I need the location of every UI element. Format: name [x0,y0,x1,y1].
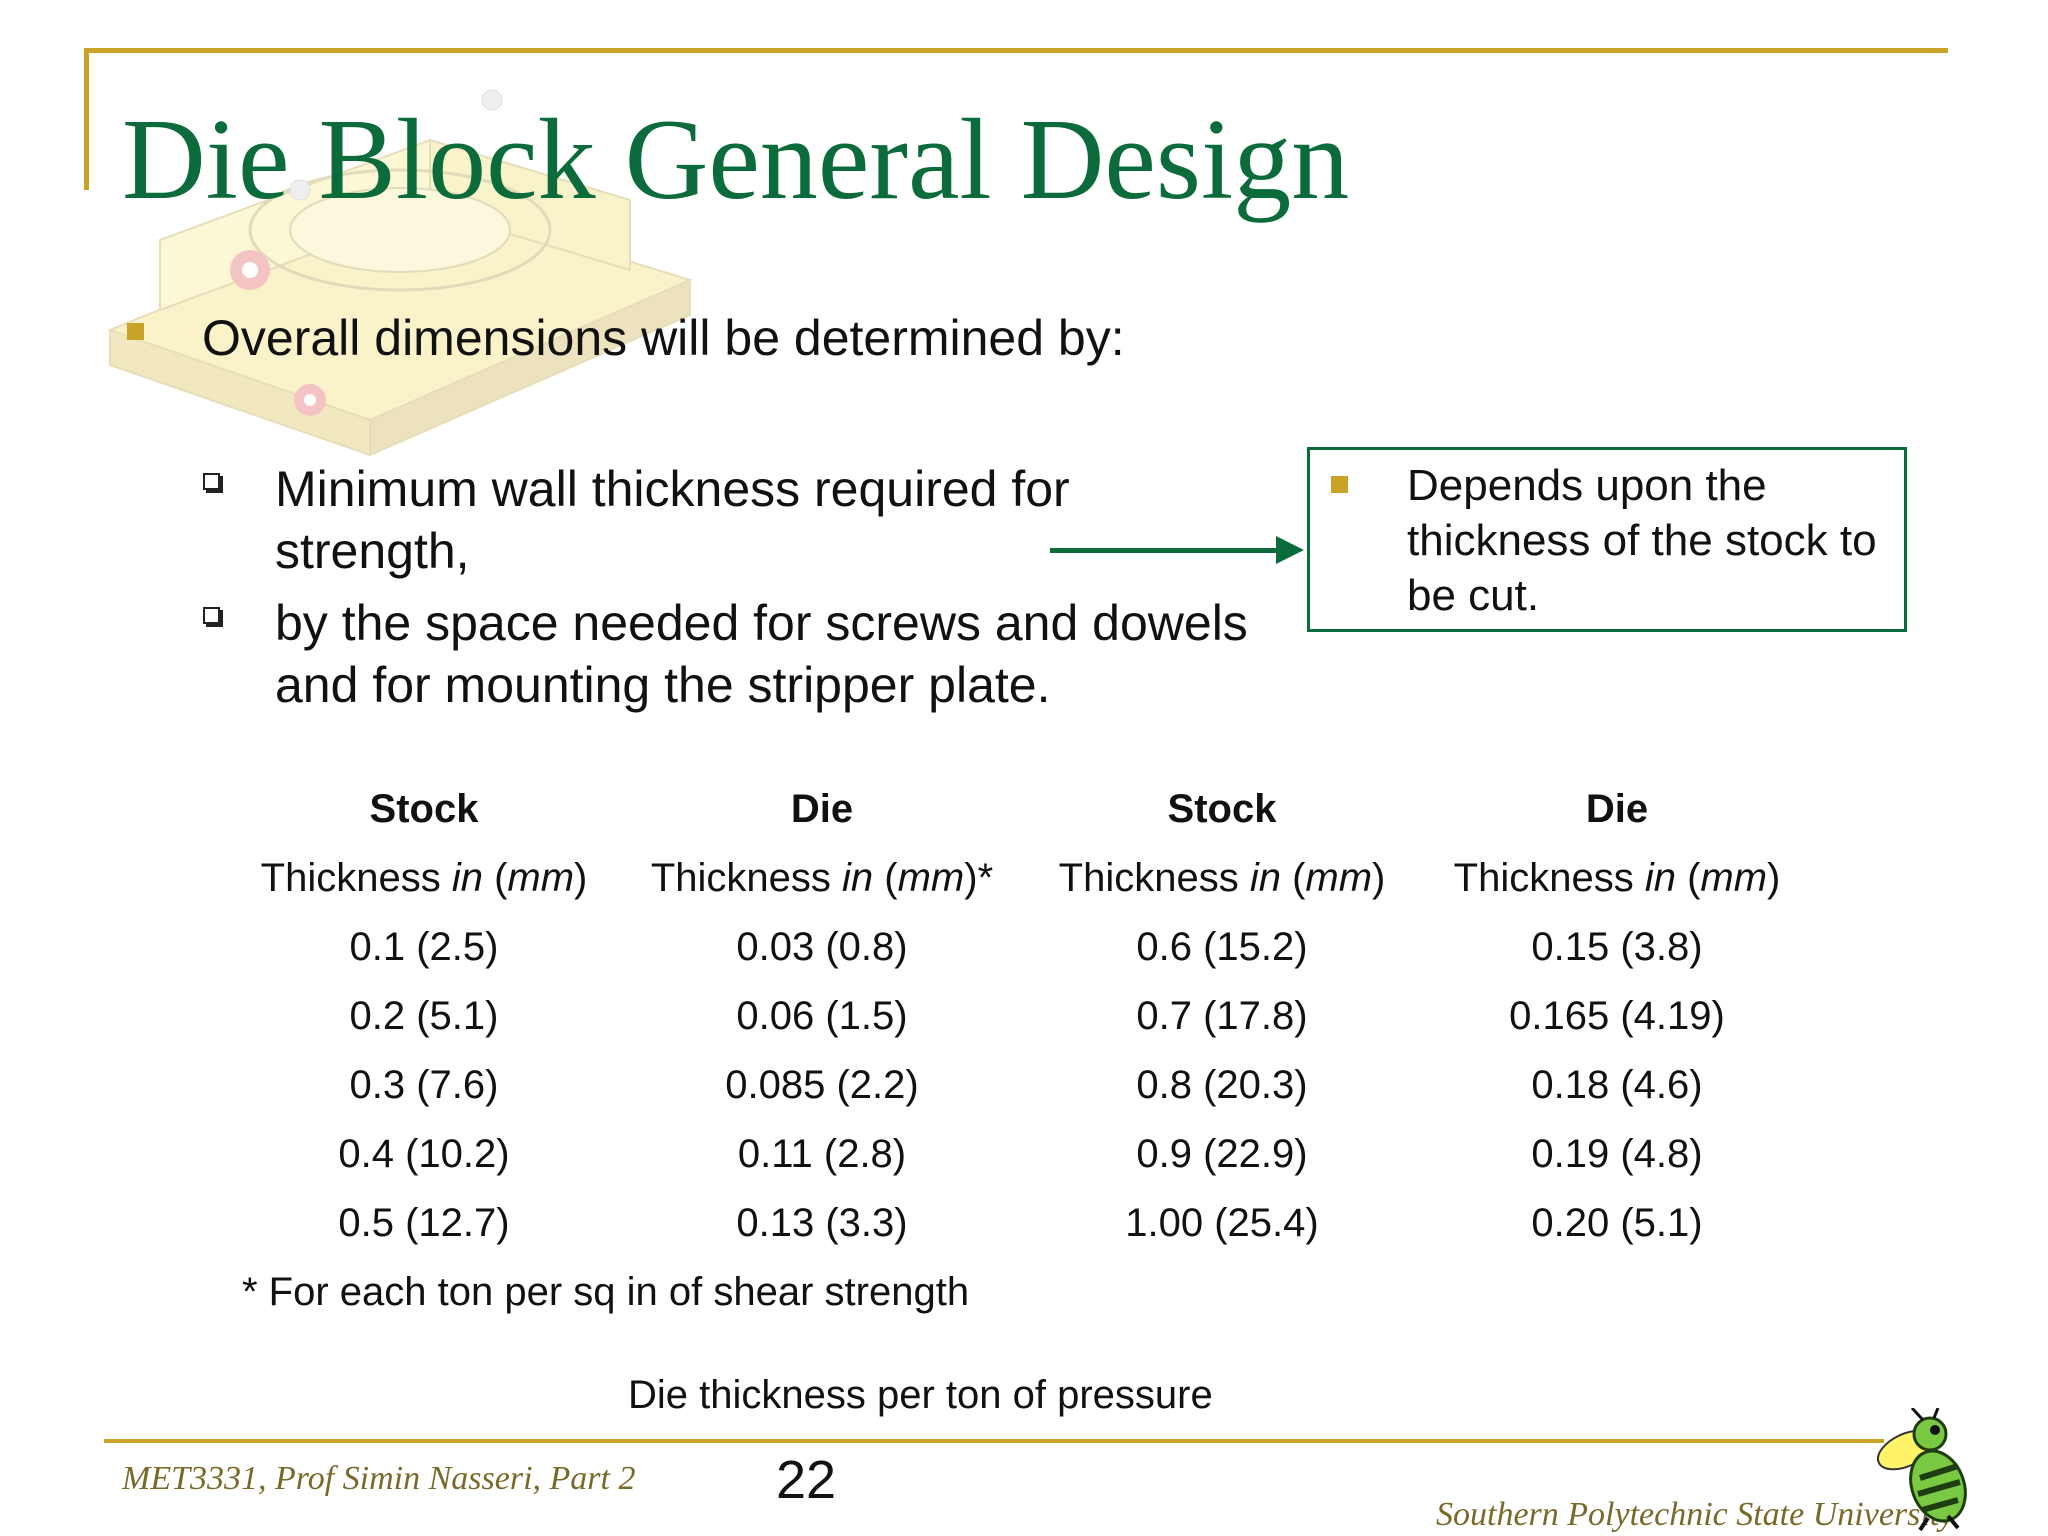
table-subheader-row: Thickness in (mm) Thickness in (mm)* Thi… [226,844,1812,913]
table-row: 0.1 (2.5) 0.03 (0.8) 0.6 (15.2) 0.15 (3.… [226,913,1812,982]
table-cell: 0.18 (4.6) [1531,1063,1703,1107]
table-cell: 0.085 (2.2) [725,1063,919,1107]
page-number: 22 [776,1450,837,1510]
table-cell: 0.165 (4.19) [1509,994,1725,1038]
table-header-row: Stock Die Stock Die [226,775,1812,844]
sub-bullet-text: by the space needed for screws and dowel… [275,595,1248,713]
table-row: 0.3 (7.6) 0.085 (2.2) 0.8 (20.3) 0.18 (4… [226,1051,1812,1120]
top-rule [84,48,1948,53]
table-cell: 0.9 (22.9) [1136,1132,1308,1176]
sub-bullet-text: Minimum wall thickness required for stre… [275,461,1070,579]
table-cell: 1.00 (25.4) [1125,1201,1319,1245]
table-row: 0.5 (12.7) 0.13 (3.3) 1.00 (25.4) 0.20 (… [226,1189,1812,1258]
table-cell: 0.8 (20.3) [1136,1063,1308,1107]
column-subheader: Thickness in (mm) [260,856,588,900]
arrow-line [1050,548,1282,553]
die-thickness-table: Stock Die Stock Die Thickness in (mm) Th… [226,775,1812,1258]
callout-text: Depends upon the thickness of the stock … [1407,461,1877,620]
column-header: Stock [1167,787,1277,831]
table-cell: 0.13 (3.3) [736,1201,908,1245]
footer-course-info: MET3331, Prof Simin Nasseri, Part 2 [122,1460,636,1497]
table-footnote: * For each ton per sq in of shear streng… [242,1270,970,1314]
table-cell: 0.4 (10.2) [338,1132,510,1176]
table-cell: 0.6 (15.2) [1136,925,1308,969]
column-subheader: Thickness in (mm) [1453,856,1781,900]
bottom-rule [104,1439,1884,1443]
arrow-right-icon [1276,536,1304,564]
table-cell: 0.2 (5.1) [349,994,499,1038]
table-row: 0.2 (5.1) 0.06 (1.5) 0.7 (17.8) 0.165 (4… [226,982,1812,1051]
hornet-mascot-icon [1876,1408,1967,1532]
table-row: 0.4 (10.2) 0.11 (2.8) 0.9 (22.9) 0.19 (4… [226,1120,1812,1189]
table-cell: 0.7 (17.8) [1136,994,1308,1038]
slide-title: Die Block General Design [122,96,1350,224]
table-cell: 0.1 (2.5) [349,925,499,969]
table-cell: 0.3 (7.6) [349,1063,499,1107]
footer-university: Southern Polytechnic State University [1436,1496,1955,1533]
table-caption: Die thickness per ton of pressure [628,1373,1213,1417]
main-bullet-text: Overall dimensions will be determined by… [202,310,1125,366]
table-cell: 0.20 (5.1) [1531,1201,1703,1245]
column-header: Stock [369,787,479,831]
table-cell: 0.5 (12.7) [338,1201,510,1245]
column-subheader: Thickness in (mm)* [650,856,994,900]
die-illustration [107,89,693,457]
table-cell: 0.11 (2.8) [737,1132,907,1176]
table-cell: 0.15 (3.8) [1531,925,1703,969]
column-header: Die [790,787,854,831]
column-subheader: Thickness in (mm) [1058,856,1386,900]
column-header: Die [1585,787,1649,831]
table-cell: 0.19 (4.8) [1531,1132,1703,1176]
table-cell: 0.03 (0.8) [736,925,908,969]
bullet-square-icon [127,323,144,340]
callout-box [1307,447,1907,632]
left-rule [84,48,89,190]
bullet-box-icon [203,473,220,490]
bullet-box-icon [203,607,220,624]
table-cell: 0.06 (1.5) [736,994,908,1038]
bullet-square-icon [1331,476,1348,493]
